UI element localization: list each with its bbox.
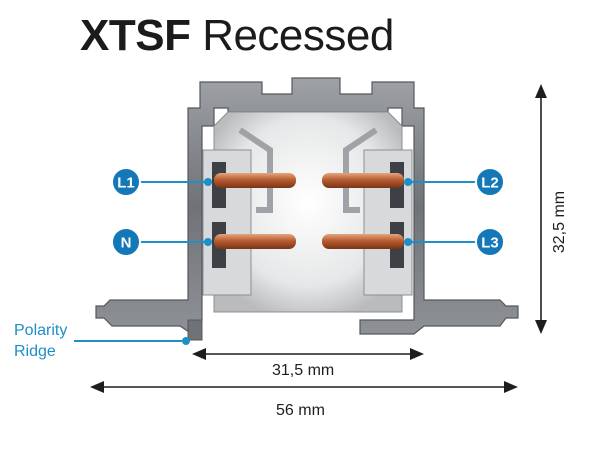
conductor-n-bar	[214, 234, 296, 249]
outer-width-dimension	[90, 381, 518, 393]
marker-l1-text: L1	[117, 175, 135, 192]
inner-width-label: 31,5 mm	[272, 362, 335, 379]
diagram-title: XTSF Recessed	[80, 8, 394, 64]
marker-l3-text: L3	[481, 235, 499, 252]
marker-l1: L1	[111, 167, 141, 197]
marker-l3: L3	[475, 227, 505, 257]
marker-l2: L2	[475, 167, 505, 197]
conductor-l1-bar	[214, 173, 296, 188]
conductor-leaders	[140, 181, 478, 243]
height-dimension	[535, 84, 547, 334]
polarity-ridge-label: Polarity Ridge	[14, 320, 67, 362]
copper-conductors	[214, 173, 404, 249]
polarity-ridge-line2: Ridge	[14, 343, 56, 360]
conductor-leader-dots	[204, 178, 412, 246]
conductor-l3-bar	[322, 234, 404, 249]
title-model: XTSF	[80, 11, 191, 60]
polarity-leader	[74, 337, 190, 345]
aluminum-profile	[95, 77, 519, 341]
marker-n-text: N	[121, 235, 132, 252]
inner-width-dimension	[192, 348, 424, 360]
outer-width-label: 56 mm	[276, 402, 325, 419]
height-dimension-label: 32,5 mm	[551, 190, 568, 254]
conductor-l2-bar	[322, 173, 404, 188]
polarity-ridge-line1: Polarity	[14, 322, 68, 339]
marker-l2-text: L2	[481, 175, 499, 192]
marker-n: N	[111, 227, 141, 257]
title-variant: Recessed	[202, 11, 394, 60]
